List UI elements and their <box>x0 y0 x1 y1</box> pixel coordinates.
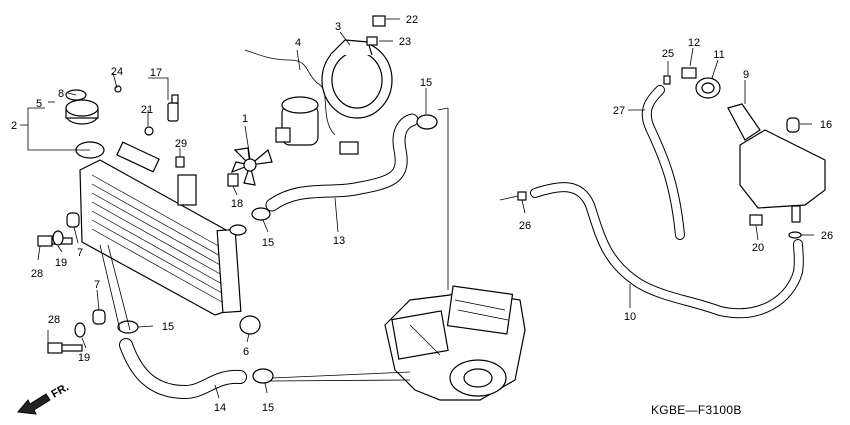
callout-18: 18 <box>231 198 243 210</box>
callout-4: 4 <box>295 37 301 49</box>
callout-26b: 26 <box>821 230 833 242</box>
clamp-15d <box>252 368 274 384</box>
callout-labels: 1 2 3 4 5 6 7 7 8 9 10 11 12 13 14 15 15… <box>11 14 833 414</box>
hose-13 <box>265 113 419 212</box>
radiator-fins <box>91 174 223 303</box>
callout-17: 17 <box>150 67 162 79</box>
callout-21: 21 <box>141 104 153 116</box>
callout-19b: 19 <box>78 352 90 364</box>
callout-15c: 15 <box>162 321 174 333</box>
fan-motor <box>275 96 319 146</box>
bolt-24 <box>114 85 122 93</box>
grommet-6 <box>239 315 261 335</box>
callout-13: 13 <box>333 235 345 247</box>
cooling-fan <box>230 147 273 186</box>
hose-14 <box>119 338 247 399</box>
callout-27: 27 <box>613 105 625 117</box>
callout-15d: 15 <box>262 402 274 414</box>
grommet-7b <box>92 309 106 325</box>
callout-26a: 26 <box>519 220 531 232</box>
fan-shroud <box>321 39 393 119</box>
callout-1: 1 <box>242 113 248 125</box>
callout-5: 5 <box>36 98 42 110</box>
clip-25 <box>663 75 671 85</box>
callout-22: 22 <box>406 14 418 26</box>
radiator-cap <box>65 89 99 125</box>
leader-lines <box>20 18 814 399</box>
callout-12: 12 <box>688 37 700 49</box>
callout-15b: 15 <box>262 237 274 249</box>
clamp-15b <box>251 207 271 221</box>
joint-12 <box>681 67 697 79</box>
tank-cap <box>695 77 721 99</box>
callout-8: 8 <box>58 88 64 100</box>
callout-15a: 15 <box>420 77 432 89</box>
engine <box>384 285 526 401</box>
grommet-16 <box>786 117 800 133</box>
callout-29: 29 <box>175 138 187 150</box>
front-arrow-icon: FR. <box>17 381 71 415</box>
nut-18 <box>227 173 239 187</box>
callout-16: 16 <box>820 119 832 131</box>
bolt-20 <box>749 214 763 226</box>
reserve-tank <box>727 103 826 223</box>
hose-10 <box>530 182 804 319</box>
callout-7a: 7 <box>77 247 83 259</box>
hose-27 <box>641 85 685 240</box>
callout-3: 3 <box>335 21 341 33</box>
clip-26a <box>517 191 527 201</box>
clip-29 <box>175 156 185 168</box>
callout-23: 23 <box>399 36 411 48</box>
collar-19a <box>52 230 64 246</box>
callout-28b: 28 <box>48 314 60 326</box>
callout-7b: 7 <box>94 279 100 291</box>
grommet-7a <box>66 212 80 228</box>
callout-20: 20 <box>752 242 764 254</box>
callout-24: 24 <box>111 66 123 78</box>
callout-9: 9 <box>743 69 749 81</box>
bolt-23 <box>366 36 378 46</box>
collar-19b <box>74 322 86 338</box>
fan-connector <box>339 141 359 155</box>
callout-2: 2 <box>11 120 17 132</box>
clamp-15a <box>416 114 438 130</box>
callout-14: 14 <box>214 402 226 414</box>
callout-10: 10 <box>624 311 636 323</box>
callout-11: 11 <box>713 49 724 61</box>
thermo-switch <box>144 94 179 136</box>
bolt-28b <box>47 342 83 354</box>
callout-28a: 28 <box>31 268 43 280</box>
clip-26b <box>788 231 802 239</box>
bolt-22 <box>372 15 386 27</box>
callout-19a: 19 <box>55 257 67 269</box>
diagram-code: KGBE—F3100B <box>651 403 742 417</box>
callout-25: 25 <box>662 48 674 60</box>
direction-label: FR. <box>50 381 71 400</box>
radiator <box>75 141 247 316</box>
callout-6: 6 <box>243 346 249 358</box>
